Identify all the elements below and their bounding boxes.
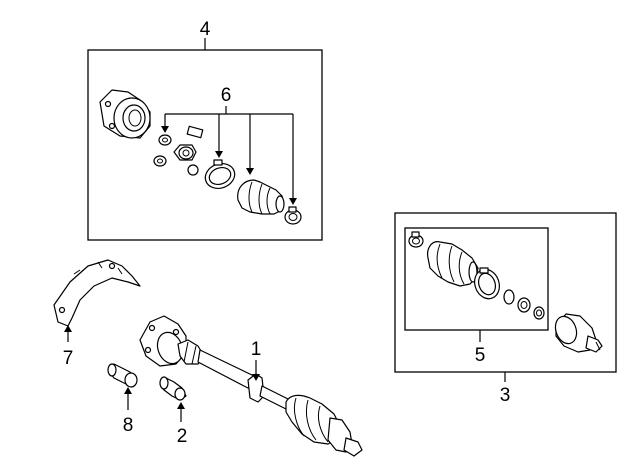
outer-cv-joint [554,313,603,353]
outer-cv-boot [427,241,479,287]
callout-1-arrow [252,374,260,381]
axle-shaft-assembly [139,315,363,457]
kit-4-box [87,49,323,241]
ball-bearing [187,164,199,176]
boot-clamp-large [204,159,236,189]
callout-4: 4 [200,19,211,40]
callout-8: 8 [123,415,134,436]
group-3-outer-joint-kit: 3 5 [394,212,617,406]
boot-clamp-small [284,206,302,225]
outer-boot-clamp-large [474,267,500,300]
callout-1: 1 [251,339,262,360]
callout-3: 3 [500,385,511,406]
washer [158,134,172,146]
cv-boot [237,179,285,215]
callout-7-arrow [64,325,72,332]
inner-race [173,144,197,161]
callout-6-leaders [161,106,297,205]
outer-joint-rings [503,289,545,320]
retaining-clip [186,125,204,139]
callout-5: 5 [475,345,486,366]
callout-7: 7 [63,348,74,369]
callout-2: 2 [177,426,188,447]
outer-boot-clamp-small [408,231,424,248]
heat-shield [53,259,141,327]
bolt-2 [159,376,187,401]
kit-5-box [404,227,549,331]
group-4-inner-joint-kit: 4 6 [87,19,323,241]
bolt-8 [107,363,138,388]
callout-2-arrow [177,402,185,409]
callout-6: 6 [221,85,232,106]
inner-joint-housing [99,89,151,139]
nut [153,155,167,167]
callout-8-arrow [124,387,132,394]
